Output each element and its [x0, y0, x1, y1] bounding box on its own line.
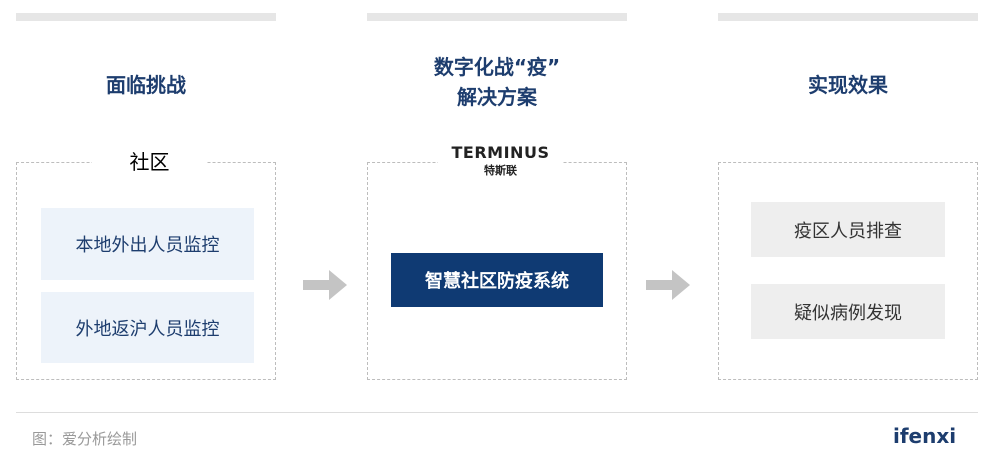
solution-title: 数字化战“疫” 解决方案: [367, 52, 627, 112]
result-item: 疫区人员排查: [751, 202, 945, 257]
terminus-logo: TERMINUS 特斯联: [438, 143, 563, 178]
result-box: [718, 162, 978, 380]
challenge-title: 面临挑战: [106, 73, 186, 97]
column-top-bar: [718, 13, 978, 21]
result-item: 疑似病例发现: [751, 284, 945, 339]
challenge-item: 本地外出人员监控: [41, 208, 254, 280]
source-note: 图：爱分析绘制: [32, 430, 138, 448]
footer-divider: [16, 412, 978, 413]
system-box: 智慧社区防疫系统: [391, 253, 603, 307]
ifenxi-logo: ifenxi: [893, 424, 957, 448]
brand-name: TERMINUS: [451, 143, 550, 162]
result-title: 实现效果: [808, 73, 888, 97]
solution-title-line1: 数字化战“疫”: [433, 55, 561, 79]
solution-title-line2: 解决方案: [457, 85, 537, 109]
column-top-bar: [367, 13, 627, 21]
column-top-bar: [16, 13, 276, 21]
arrow-right-icon: [303, 270, 347, 300]
arrow-right-icon: [646, 270, 690, 300]
brand-name-cn: 特斯联: [484, 164, 517, 177]
community-label: 社区: [92, 148, 207, 176]
challenge-item: 外地返沪人员监控: [41, 292, 254, 363]
